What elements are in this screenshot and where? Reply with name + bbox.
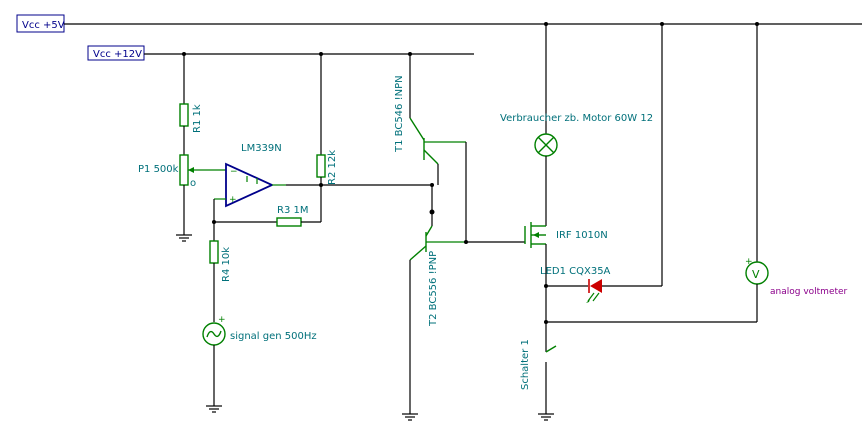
r3-label: R3 1M xyxy=(277,205,308,216)
r4-label: R4 10k xyxy=(221,247,232,282)
vcc12-label: Vcc +12V xyxy=(93,49,142,60)
p1-label: P1 500k xyxy=(138,164,179,175)
op-amp-plus: + xyxy=(229,195,237,205)
svg-text:o: o xyxy=(190,178,196,189)
vm-plus: + xyxy=(745,257,753,267)
mosfet-irf1010n: IRF 1010N xyxy=(524,222,608,286)
t2-label: T2 BC556 !PNP xyxy=(428,251,439,327)
analog-voltmeter: V + analog voltmeter xyxy=(745,24,848,322)
r1-label: R1 1k xyxy=(192,104,203,133)
potentiometer-p1: o P1 500k xyxy=(138,154,226,235)
op-amp-label: LM339N xyxy=(241,143,282,154)
gen-plus: + xyxy=(218,315,226,325)
switch-schalter1: Schalter 1 xyxy=(520,286,757,421)
junctions xyxy=(182,22,759,324)
resistor-r3: R3 1M xyxy=(213,199,321,227)
vcc5-label: Vcc +5V xyxy=(22,20,65,31)
mosfet-label: IRF 1010N xyxy=(556,230,608,241)
resistor-r2: R2 12k xyxy=(316,54,338,222)
resistor-r1: R1 1k xyxy=(179,54,203,155)
load-label: Verbraucher zb. Motor 60W 12 xyxy=(500,113,653,124)
load-lamp: Verbraucher zb. Motor 60W 12 xyxy=(500,24,653,226)
transistor-t2: T2 BC556 !PNP xyxy=(402,185,466,421)
led-label: LED1 CQX35A xyxy=(540,266,611,277)
switch-label: Schalter 1 xyxy=(520,339,531,390)
t1-label: T1 BC546 !NPN xyxy=(394,75,405,153)
vcc12-supply: Vcc +12V xyxy=(87,45,474,61)
vcc5-supply: Vcc +5V xyxy=(16,14,862,33)
r2-label: R2 12k xyxy=(327,150,338,185)
signal-generator: + signal gen 500Hz xyxy=(202,315,317,413)
voltmeter-label: analog voltmeter xyxy=(770,287,848,297)
vm-symbol: V xyxy=(752,268,760,281)
op-amp-minus: − xyxy=(230,167,238,177)
op-amp-lm339n: LM339N − + xyxy=(214,143,430,208)
resistor-r4: R4 10k xyxy=(209,222,232,322)
ground-p1 xyxy=(176,234,192,242)
transistor-t1: T1 BC546 !NPN xyxy=(394,54,467,242)
led1: LED1 CQX35A xyxy=(540,266,662,303)
signal-gen-label: signal gen 500Hz xyxy=(230,331,317,342)
